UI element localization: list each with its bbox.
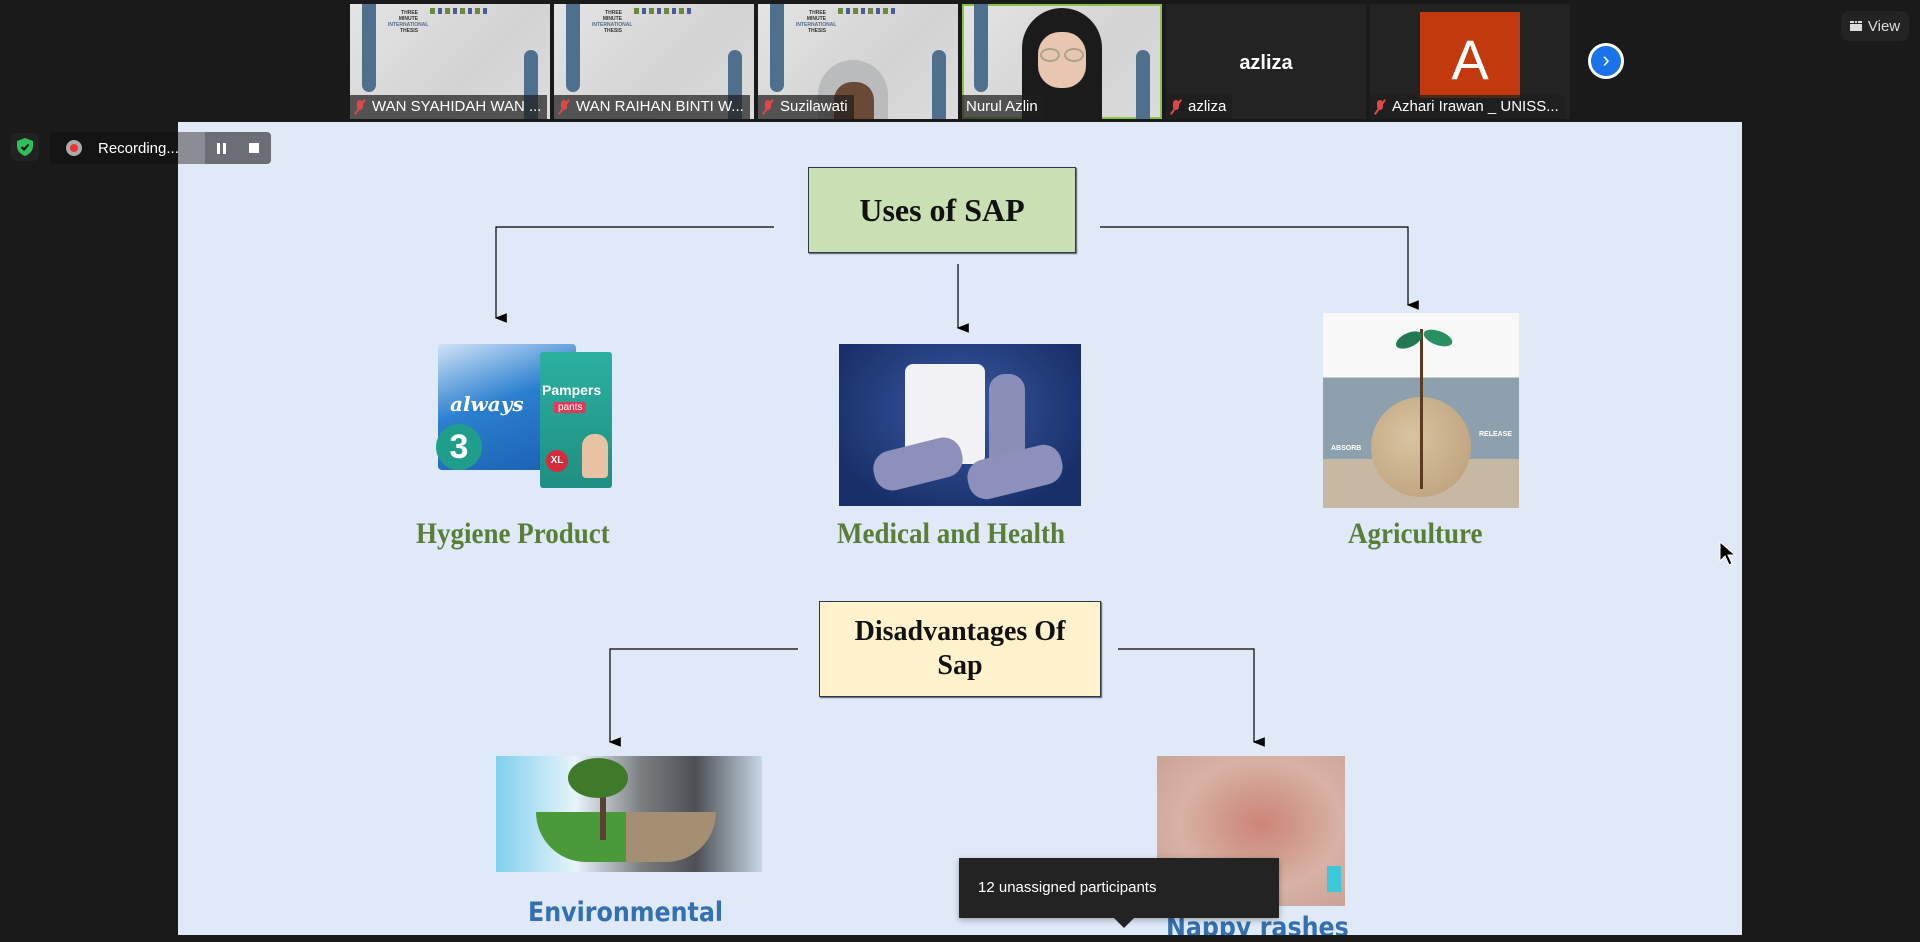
sponsor-logos bbox=[838, 8, 898, 14]
shared-screen-slide: Uses of SAP always 3 Pampers pants XL Hy… bbox=[178, 122, 1742, 935]
recording-dot-icon bbox=[66, 140, 82, 156]
participant-name-label: Nurul Azlin bbox=[962, 95, 1044, 119]
avatar: A bbox=[1420, 12, 1520, 98]
sponsor-logos bbox=[430, 8, 490, 14]
mic-muted-icon bbox=[354, 100, 366, 114]
participant-tile[interactable]: A Azhari Irawan _ UNISS... bbox=[1370, 4, 1570, 119]
participant-name-label: WAN RAIHAN BINTI W... bbox=[554, 95, 750, 119]
recording-bar-divider bbox=[178, 132, 206, 164]
recording-controls bbox=[205, 132, 271, 164]
bottom-toolbar-edge bbox=[0, 935, 1920, 942]
connector-left bbox=[494, 226, 774, 323]
next-participants-button[interactable]: › bbox=[1588, 43, 1624, 79]
chevron-right-icon: › bbox=[1602, 47, 1610, 72]
category-label-environmental: Environmental bbox=[528, 897, 724, 928]
slide-decoration bbox=[566, 4, 580, 92]
category-label-hygiene: Hygiene Product bbox=[416, 517, 610, 550]
environment-tree-pollution-image bbox=[496, 756, 762, 872]
slide-decoration bbox=[362, 4, 376, 92]
slide-decoration bbox=[770, 4, 784, 92]
slide-decoration bbox=[932, 50, 946, 119]
pause-icon[interactable] bbox=[216, 142, 226, 154]
recording-label: Recording... bbox=[98, 139, 179, 157]
view-button-label: View bbox=[1867, 17, 1901, 35]
category-label-medical: Medical and Health bbox=[837, 517, 1066, 550]
connector-right bbox=[1100, 226, 1419, 310]
participant-display-name: azliza bbox=[1239, 52, 1293, 74]
mic-muted-icon bbox=[558, 100, 570, 114]
connector-disadv-left bbox=[608, 648, 798, 747]
slide-decoration bbox=[1136, 50, 1150, 119]
mic-muted-icon bbox=[1170, 100, 1182, 114]
slide-decoration bbox=[974, 4, 988, 92]
participant-name-label: azliza bbox=[1166, 95, 1233, 119]
connector-lines bbox=[494, 226, 1419, 747]
view-button[interactable]: View bbox=[1841, 11, 1909, 41]
participant-tile[interactable]: azliza azliza bbox=[1166, 4, 1366, 119]
mouse-cursor-icon bbox=[1719, 541, 1737, 566]
soil-hydrogel-plant-image: ABSORB RELEASE bbox=[1323, 313, 1519, 508]
shield-check-icon bbox=[17, 138, 33, 156]
grid-view-icon bbox=[1849, 21, 1862, 31]
diaper-and-pad-packages-image: always 3 Pampers pants XL bbox=[436, 342, 616, 492]
sponsor-logos bbox=[634, 8, 694, 14]
participant-tile-active-speaker[interactable]: Nurul Azlin bbox=[962, 4, 1162, 119]
mic-muted-icon bbox=[762, 100, 774, 114]
cotton-rolls-image bbox=[839, 344, 1081, 506]
connector-disadv-right bbox=[1118, 648, 1265, 747]
category-label-agriculture: Agriculture bbox=[1348, 517, 1483, 550]
security-shield-button[interactable] bbox=[11, 133, 39, 161]
participant-name-label: Suzilawati bbox=[758, 95, 854, 119]
mic-muted-icon bbox=[1374, 100, 1386, 114]
participant-name-label: Azhari Irawan _ UNISS... bbox=[1370, 95, 1565, 119]
unassigned-participants-tooltip: 12 unassigned participants bbox=[959, 858, 1279, 928]
stop-icon[interactable] bbox=[249, 143, 260, 153]
uses-of-sap-box: Uses of SAP bbox=[808, 167, 1076, 253]
participant-name-label: WAN SYAHIDAH WAN ... bbox=[350, 95, 548, 119]
